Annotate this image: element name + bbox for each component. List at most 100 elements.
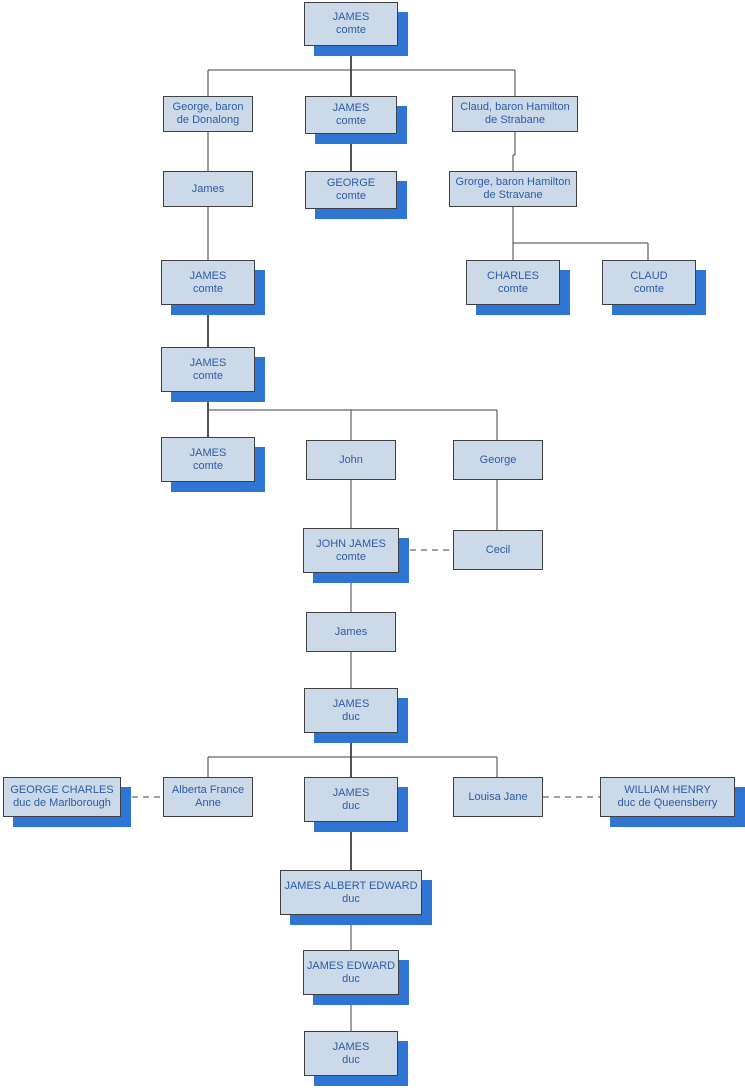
- person-name: GEORGE: [326, 177, 376, 189]
- person-title: duc de Marlborough: [13, 797, 111, 809]
- person-title: comte: [336, 190, 366, 202]
- person-title: duc: [342, 972, 360, 985]
- person-node[interactable]: George: [453, 440, 543, 480]
- person-name: JAMES: [189, 356, 227, 369]
- person-title: de Donalong: [176, 114, 240, 126]
- person-name: George: [479, 453, 517, 466]
- person-name: JAMES: [332, 786, 370, 799]
- person-title: comte: [193, 459, 223, 472]
- node-box[interactable]: Louisa Jane: [453, 777, 543, 817]
- person-name: JAMES: [332, 11, 370, 23]
- person-name: Claud, baron Hamilton: [460, 101, 570, 113]
- person-name: George, baron: [172, 101, 244, 113]
- person-title: Anne: [195, 797, 221, 809]
- node-box[interactable]: George: [453, 440, 543, 480]
- person-name: James: [191, 182, 225, 195]
- person-name: JAMES: [189, 269, 227, 282]
- person-node[interactable]: Louisa Jane: [453, 777, 543, 817]
- person-node[interactable]: James: [163, 171, 253, 207]
- person-name: CHARLES: [487, 269, 539, 282]
- person-name: Louisa Jane: [468, 790, 528, 803]
- person-title: duc: [342, 892, 360, 905]
- person-node[interactable]: John: [306, 440, 396, 480]
- person-title: comte: [498, 282, 528, 295]
- person-name: JOHN JAMES: [316, 537, 386, 550]
- person-title: duc de Queensberry: [617, 797, 718, 809]
- person-name: GEORGE CHARLES: [10, 784, 114, 796]
- person-node[interactable]: James: [306, 612, 396, 652]
- person-name: James: [334, 625, 368, 638]
- person-name: JAMES EDWARD: [306, 959, 396, 972]
- person-node[interactable]: Cecil: [453, 530, 543, 570]
- node-box[interactable]: James: [306, 612, 396, 652]
- person-title: duc: [342, 710, 360, 723]
- node-box[interactable]: James: [163, 171, 253, 207]
- node-box[interactable]: John: [306, 440, 396, 480]
- person-name: JAMES: [189, 446, 227, 459]
- person-name: JAMES: [332, 1040, 370, 1053]
- person-title: comte: [336, 115, 366, 127]
- person-name: Cecil: [485, 543, 511, 556]
- person-name: JAMES ALBERT EDWARD: [284, 879, 418, 892]
- person-name: CLAUD: [630, 269, 668, 282]
- person-title: duc: [342, 799, 360, 812]
- person-title: de Strabane: [485, 114, 545, 126]
- person-name: John: [339, 453, 363, 466]
- person-title: comte: [193, 369, 223, 382]
- person-name: JAMES: [332, 697, 370, 710]
- person-title: de Stravane: [483, 189, 543, 201]
- person-title: comte: [634, 282, 664, 295]
- person-title: comte: [336, 550, 366, 563]
- person-title: duc: [342, 1053, 360, 1066]
- person-title: comte: [193, 282, 223, 295]
- person-name: Grorge, baron Hamilton: [455, 176, 571, 188]
- person-name: JAMES: [332, 102, 370, 114]
- person-title: comte: [336, 24, 366, 36]
- node-box[interactable]: Cecil: [453, 530, 543, 570]
- person-name: WILLIAM HENRY: [624, 784, 711, 796]
